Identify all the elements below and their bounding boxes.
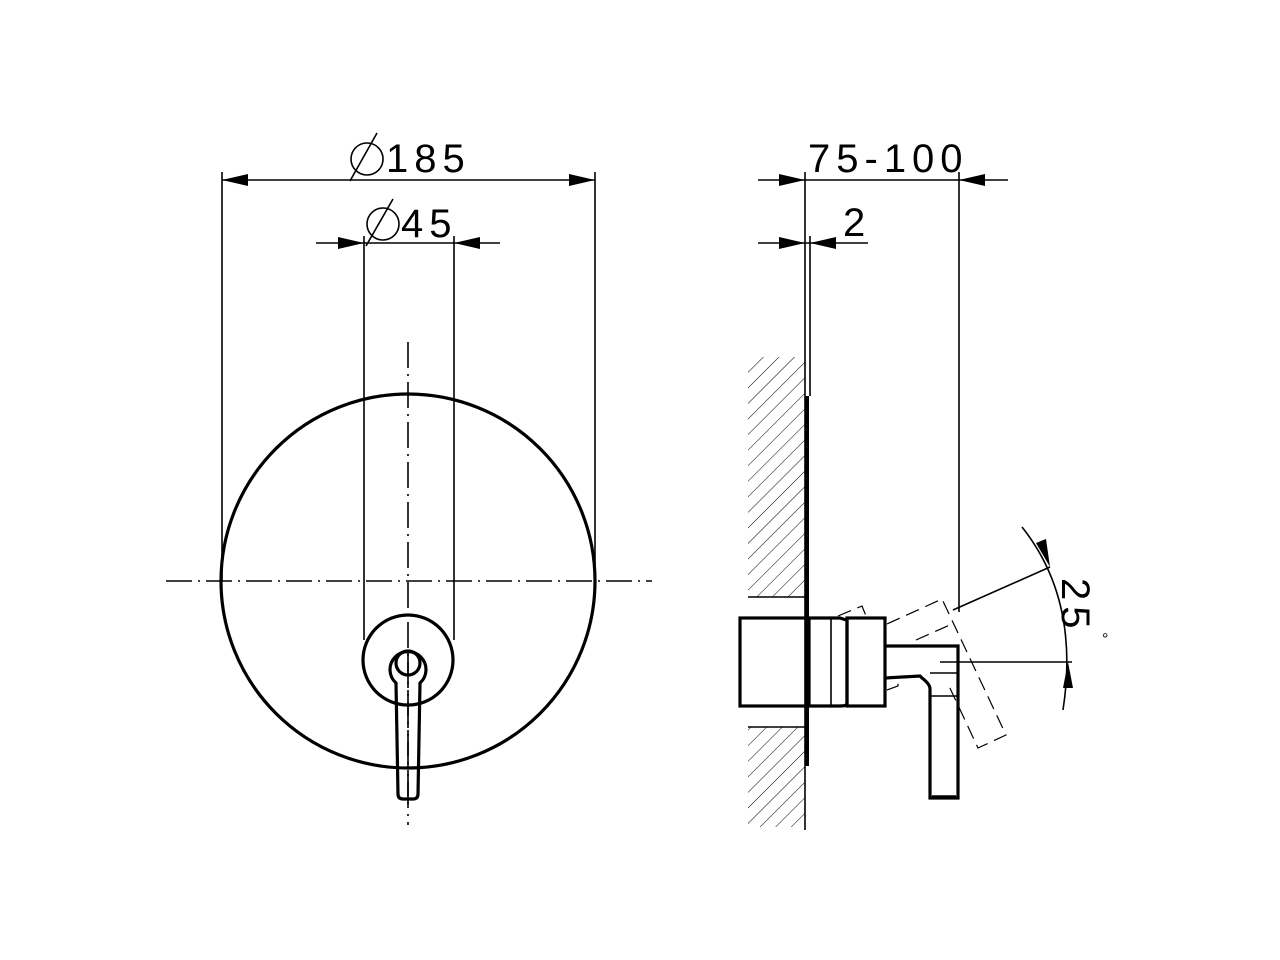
arrow-right-75-100 xyxy=(959,174,985,186)
arrow-left-185 xyxy=(222,174,248,186)
dimension-label-2: 2 xyxy=(843,201,871,245)
spacer-ring xyxy=(807,616,849,708)
arrow-angle-top xyxy=(1036,539,1050,567)
arrow-right-45 xyxy=(454,237,480,249)
diameter-symbol-icon xyxy=(365,198,400,247)
arrow-right-2 xyxy=(810,237,836,249)
arrow-left-45 xyxy=(338,237,364,249)
arrow-left-2 xyxy=(779,237,805,249)
angle-extension-rotated xyxy=(952,566,1051,611)
arrow-left-75-100 xyxy=(779,174,805,186)
lever-rotated-position xyxy=(837,598,1007,749)
valve-body xyxy=(738,616,809,708)
angle-label: 25 xyxy=(1053,578,1097,635)
side-view: 75-100 2 25 ° xyxy=(738,137,1108,830)
degree-symbol: ° xyxy=(1102,631,1108,648)
dimension-label-185: 185 xyxy=(386,137,471,181)
dimension-label-75-100: 75-100 xyxy=(808,137,969,181)
cover-plate-side xyxy=(805,396,809,766)
diameter-symbol-icon xyxy=(349,132,384,182)
arrow-angle-bottom xyxy=(1063,662,1073,688)
front-view: 185 45 xyxy=(166,132,652,825)
wall-section-upper xyxy=(748,357,805,597)
lever-handle xyxy=(388,650,428,801)
arrow-right-185 xyxy=(569,174,595,186)
rosette-side xyxy=(845,616,887,708)
dimension-label-45: 45 xyxy=(401,202,458,246)
wall-section-lower xyxy=(748,727,805,827)
lever-arm-side xyxy=(884,644,960,800)
